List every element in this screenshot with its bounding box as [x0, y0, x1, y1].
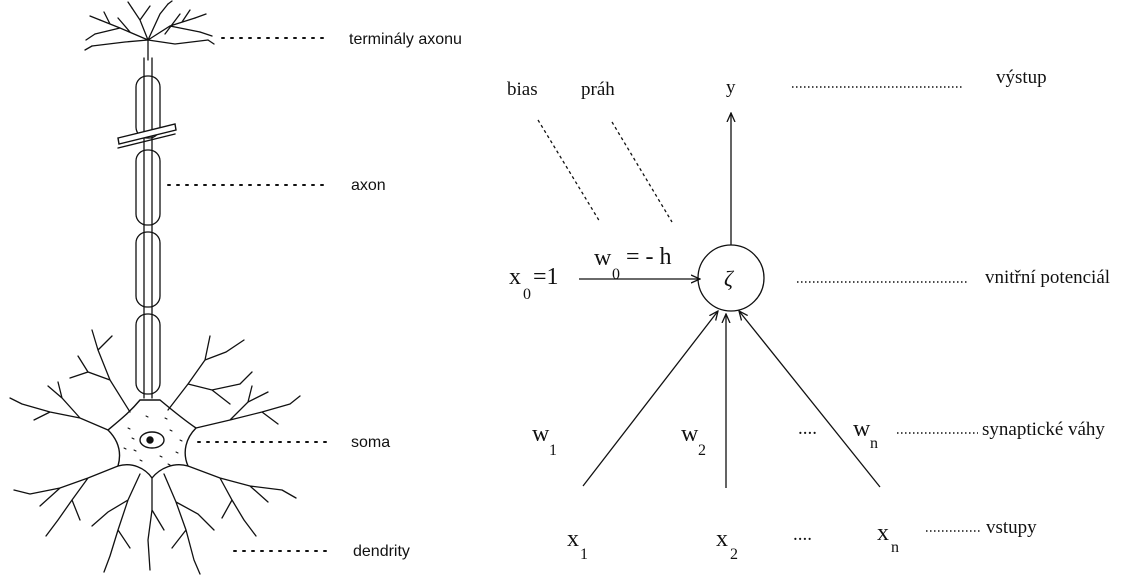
label-output-symbol: y: [726, 77, 736, 98]
svg-text:1: 1: [549, 442, 557, 459]
neuron-leaders: [167, 37, 331, 552]
svg-text:x: x: [567, 526, 579, 552]
svg-text:x: x: [509, 264, 521, 290]
svg-text:w: w: [594, 245, 612, 271]
w1-term: w 1: [532, 421, 557, 459]
x2-term: x 2: [716, 526, 738, 563]
axon-shaft: [135, 57, 161, 399]
x1-term: x 1: [567, 526, 588, 563]
x0-term: x 0 =1: [509, 264, 559, 303]
xn-term: x n: [877, 520, 899, 556]
model-leaders: [792, 86, 982, 532]
label-soma: soma: [351, 434, 390, 451]
label-axon-terminals: terminály axonu: [349, 31, 462, 48]
svg-text:x: x: [716, 526, 728, 552]
xn-arrow: [739, 311, 881, 488]
svg-text:0: 0: [523, 286, 531, 303]
svg-text:n: n: [870, 435, 878, 452]
svg-text:w: w: [532, 421, 550, 447]
label-output: výstup: [996, 67, 1047, 88]
svg-text:n: n: [891, 539, 899, 556]
soma-texture: [123, 415, 183, 466]
axon-terminals: [84, 0, 215, 61]
neuron-node: [697, 244, 765, 312]
wn-term: w n: [853, 416, 878, 452]
svg-text:1: 1: [580, 546, 588, 563]
svg-text:0: 0: [612, 266, 620, 283]
model-connections: [537, 113, 881, 488]
svg-text:=1: =1: [533, 264, 559, 290]
label-threshold: práh: [581, 79, 615, 100]
svg-text:x: x: [877, 520, 889, 546]
x1-arrow: [582, 311, 718, 487]
label-bias: bias: [507, 79, 538, 100]
threshold-leader: [611, 121, 673, 223]
label-dendrites: dendrity: [353, 543, 410, 560]
soma-body: [106, 399, 198, 480]
svg-text:2: 2: [730, 546, 738, 563]
label-potential: vnitřní potenciál: [985, 267, 1110, 288]
w0-term: w 0 = - h: [594, 244, 672, 283]
svg-text:= - h: = - h: [626, 244, 672, 270]
dendrites-tree: [9, 329, 301, 575]
label-weights: synaptické váhy: [982, 419, 1105, 440]
svg-text:w: w: [853, 416, 871, 442]
biological-neuron-drawing: [9, 0, 301, 575]
inputs-ellipsis: ....: [793, 524, 812, 545]
weights-ellipsis: ....: [798, 418, 817, 439]
label-axon: axon: [351, 177, 386, 194]
svg-text:2: 2: [698, 442, 706, 459]
w2-term: w 2: [681, 421, 706, 459]
bias-leader: [537, 119, 601, 223]
svg-text:w: w: [681, 421, 699, 447]
axon-break: [117, 123, 177, 149]
label-inputs: vstupy: [986, 517, 1037, 538]
potential-symbol: ζ: [724, 266, 735, 291]
